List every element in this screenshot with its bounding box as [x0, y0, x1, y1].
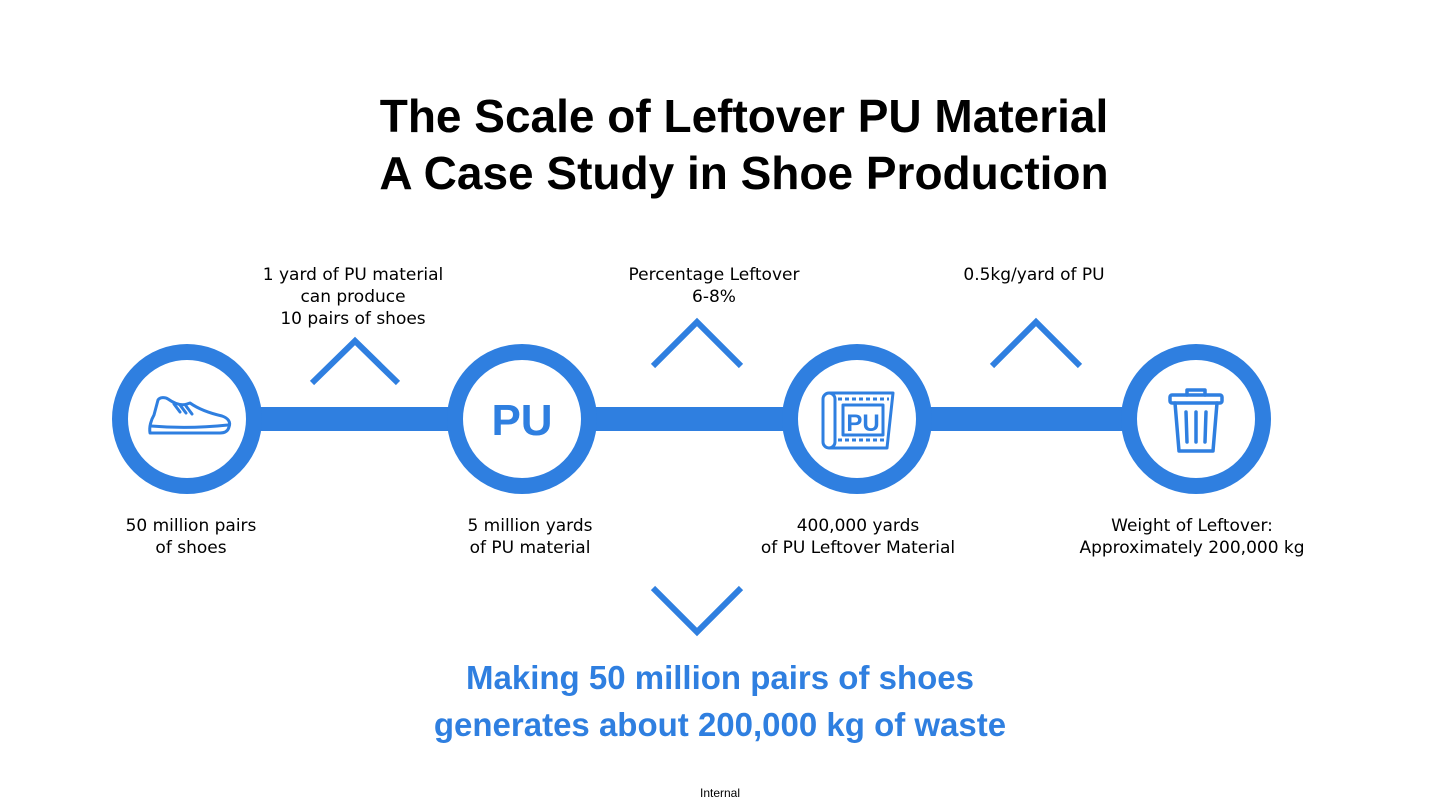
step-circle-pu [447, 344, 597, 494]
chevron-up-icon [989, 317, 1083, 369]
conclusion-text: Making 50 million pairs of shoes generat… [0, 654, 1440, 748]
step-label-line: 400,000 yards [796, 516, 920, 536]
connector-label-weight: 0.5kg/yard of PU [914, 264, 1154, 286]
connector-label-line: 6-8% [692, 287, 736, 307]
title-line-1: The Scale of Leftover PU Material [379, 90, 1109, 142]
connector-label-line: 0.5kg/yard of PU [963, 265, 1105, 285]
step-label-line: of shoes [155, 538, 227, 558]
step-label-waste: Weight of Leftover: Approximately 200,00… [1052, 515, 1332, 559]
step-label-pu: 5 million yards of PU material [410, 515, 650, 559]
step-label-leftover: 400,000 yards of PU Leftover Material [718, 515, 998, 559]
step-circle-shoes [112, 344, 262, 494]
step-label-line: 50 million pairs [125, 516, 257, 536]
conclusion-line-2: generates about 200,000 kg of waste [433, 706, 1007, 743]
pu-text-icon: PU [491, 396, 552, 445]
step-circle-leftover [782, 344, 932, 494]
connector-label-line: Percentage Leftover [628, 265, 800, 285]
chevron-up-icon [650, 317, 744, 369]
step-label-line: Weight of Leftover: [1111, 516, 1273, 536]
pu-roll-icon-label: PU [846, 410, 879, 437]
footer-classification: Internal [699, 786, 741, 800]
chevron-up-icon [309, 336, 401, 386]
connector-label-line: 10 pairs of shoes [280, 309, 426, 329]
title-line-2: A Case Study in Shoe Production [379, 147, 1109, 199]
conclusion-line-1: Making 50 million pairs of shoes [466, 659, 974, 696]
connector-label-line: can produce [300, 287, 406, 307]
connector-bar [185, 407, 1195, 431]
page-title: The Scale of Leftover PU Material A Case… [0, 88, 1440, 202]
trash-can-icon [1168, 388, 1224, 453]
step-label-line: of PU Leftover Material [760, 538, 956, 558]
pu-roll-icon [821, 391, 895, 450]
step-label-line: Approximately 200,000 kg [1079, 538, 1305, 558]
step-label-line: of PU material [469, 538, 591, 558]
connector-label-percentage: Percentage Leftover 6-8% [594, 264, 834, 308]
connector-label-yield: 1 yard of PU material can produce 10 pai… [233, 264, 473, 330]
chevron-down-icon [650, 585, 744, 637]
step-label-shoes: 50 million pairs of shoes [71, 515, 311, 559]
connector-label-line: 1 yard of PU material [262, 265, 444, 285]
shoe-icon [148, 396, 232, 435]
step-label-line: 5 million yards [467, 516, 593, 536]
